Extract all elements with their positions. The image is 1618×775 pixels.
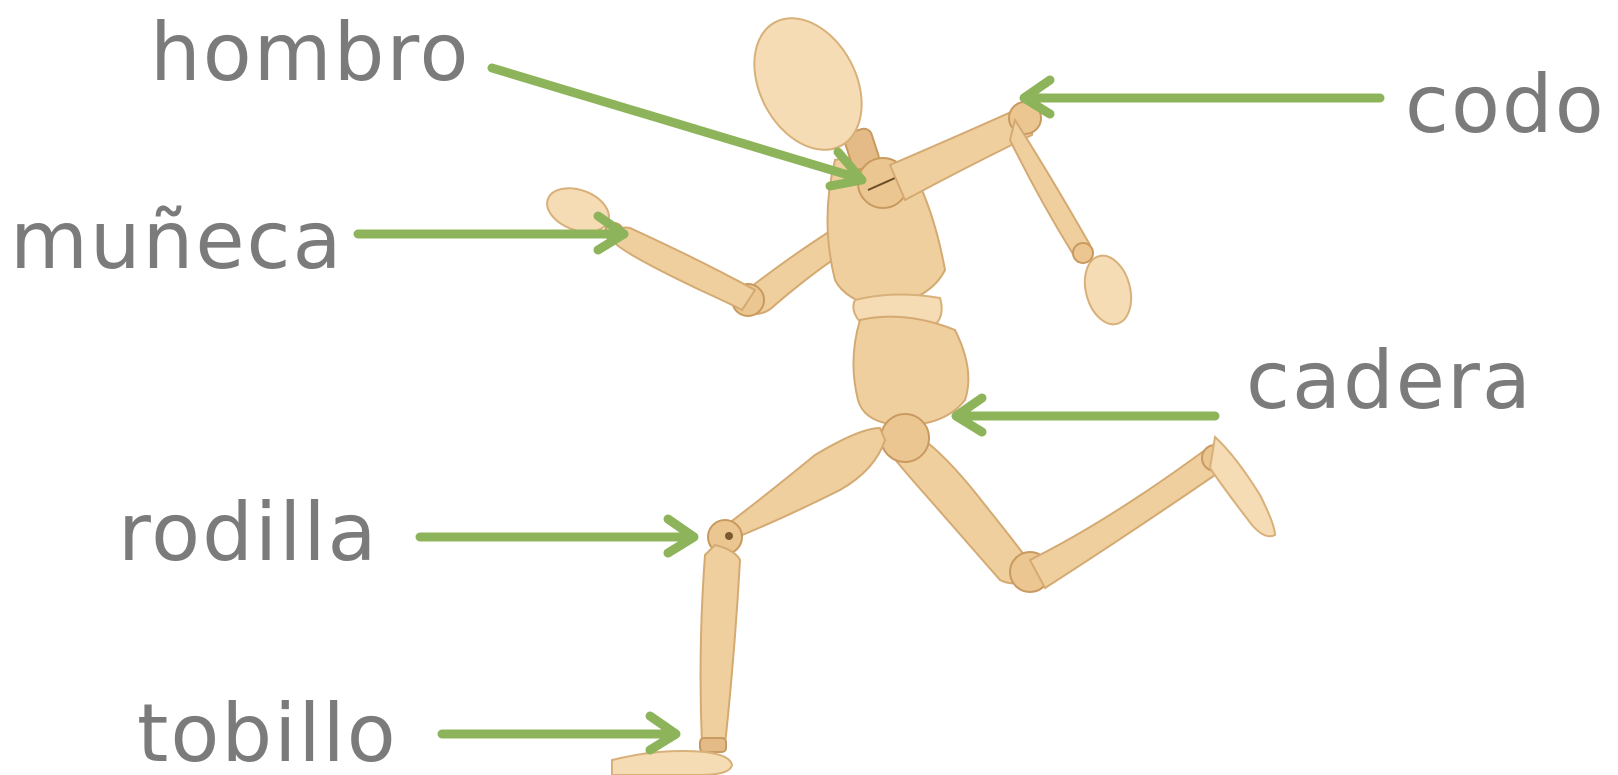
label-ankle: tobillo: [137, 687, 398, 775]
arrow-ankle: [442, 716, 676, 750]
label-elbow: codo: [1405, 58, 1606, 151]
label-hip: cadera: [1246, 334, 1533, 427]
arrow-elbow: [1024, 80, 1380, 114]
label-wrist: muñeca: [10, 194, 344, 287]
label-knee: rodilla: [118, 486, 379, 579]
mannequin-left-arm: [541, 180, 840, 316]
arrow-hip: [956, 398, 1215, 432]
mannequin-right-leg: [880, 425, 1275, 592]
label-shoulder: hombro: [150, 6, 470, 99]
arrow-knee: [420, 519, 694, 553]
